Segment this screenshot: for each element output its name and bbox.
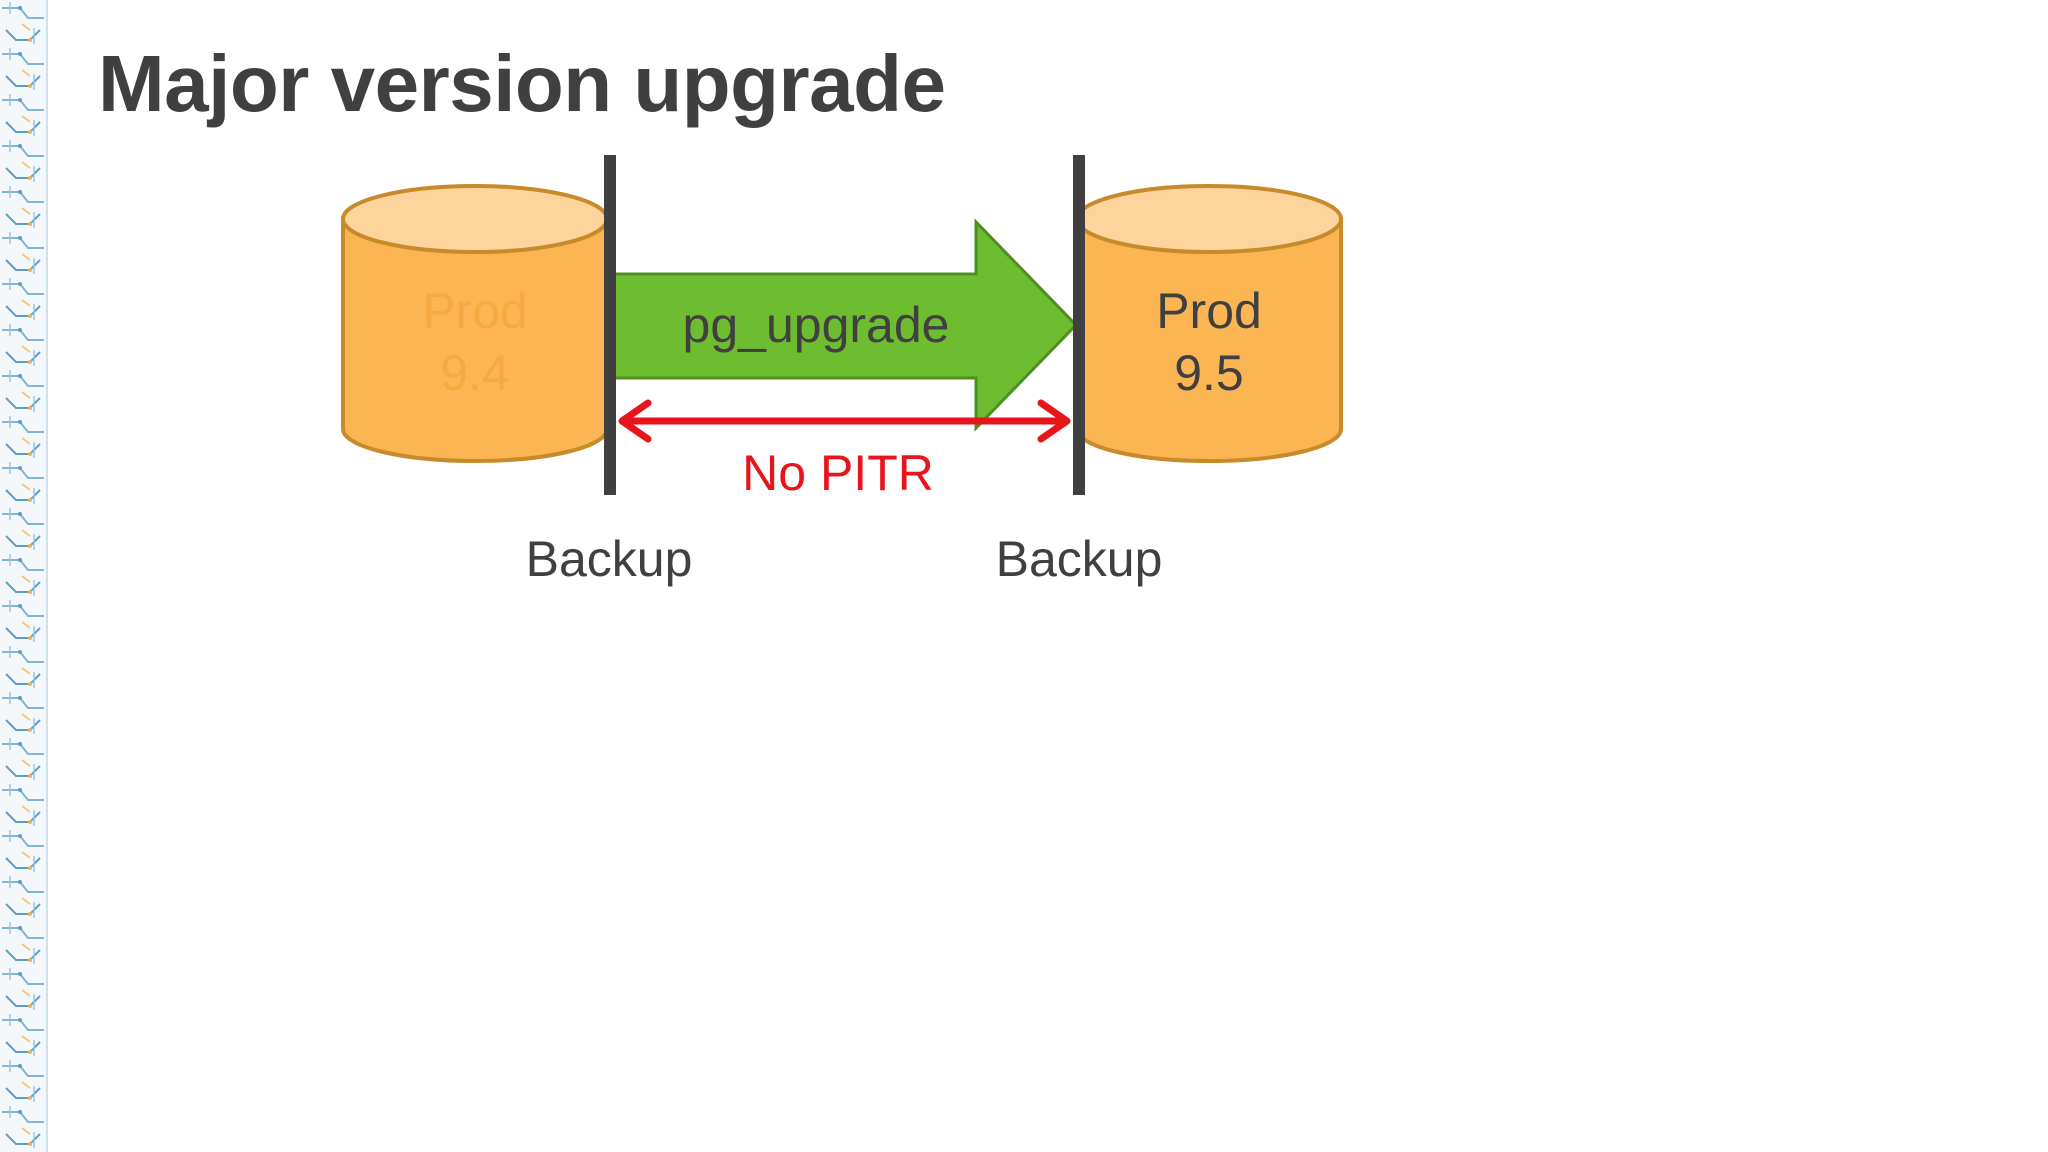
gap-label: No PITR — [742, 445, 934, 501]
source-cylinder-body — [341, 217, 609, 463]
source-database-cylinder: Prod 9.4 — [341, 184, 609, 463]
backup-marker-left — [604, 155, 616, 495]
process-arrow-shape — [610, 218, 1079, 432]
upgrade-process-arrow: pg_upgrade — [610, 218, 1079, 432]
target-db-version: 9.5 — [1174, 345, 1244, 401]
target-database-cylinder: Prod 9.5 — [1075, 184, 1343, 463]
process-label: pg_upgrade — [683, 297, 950, 353]
source-cylinder-top — [341, 184, 609, 254]
backup-label-left: Backup — [526, 531, 693, 587]
backup-label-right: Backup — [996, 531, 1163, 587]
slide-title: Major version upgrade — [98, 39, 946, 128]
source-db-version: 9.4 — [440, 345, 510, 401]
backup-marker-right — [1073, 155, 1085, 495]
source-db-name: Prod — [422, 283, 528, 339]
decorative-left-border — [0, 0, 48, 1152]
target-cylinder-top — [1075, 184, 1343, 254]
target-cylinder-body — [1075, 217, 1343, 463]
target-db-name: Prod — [1156, 283, 1262, 339]
no-pitr-gap-arrow — [618, 399, 1071, 443]
